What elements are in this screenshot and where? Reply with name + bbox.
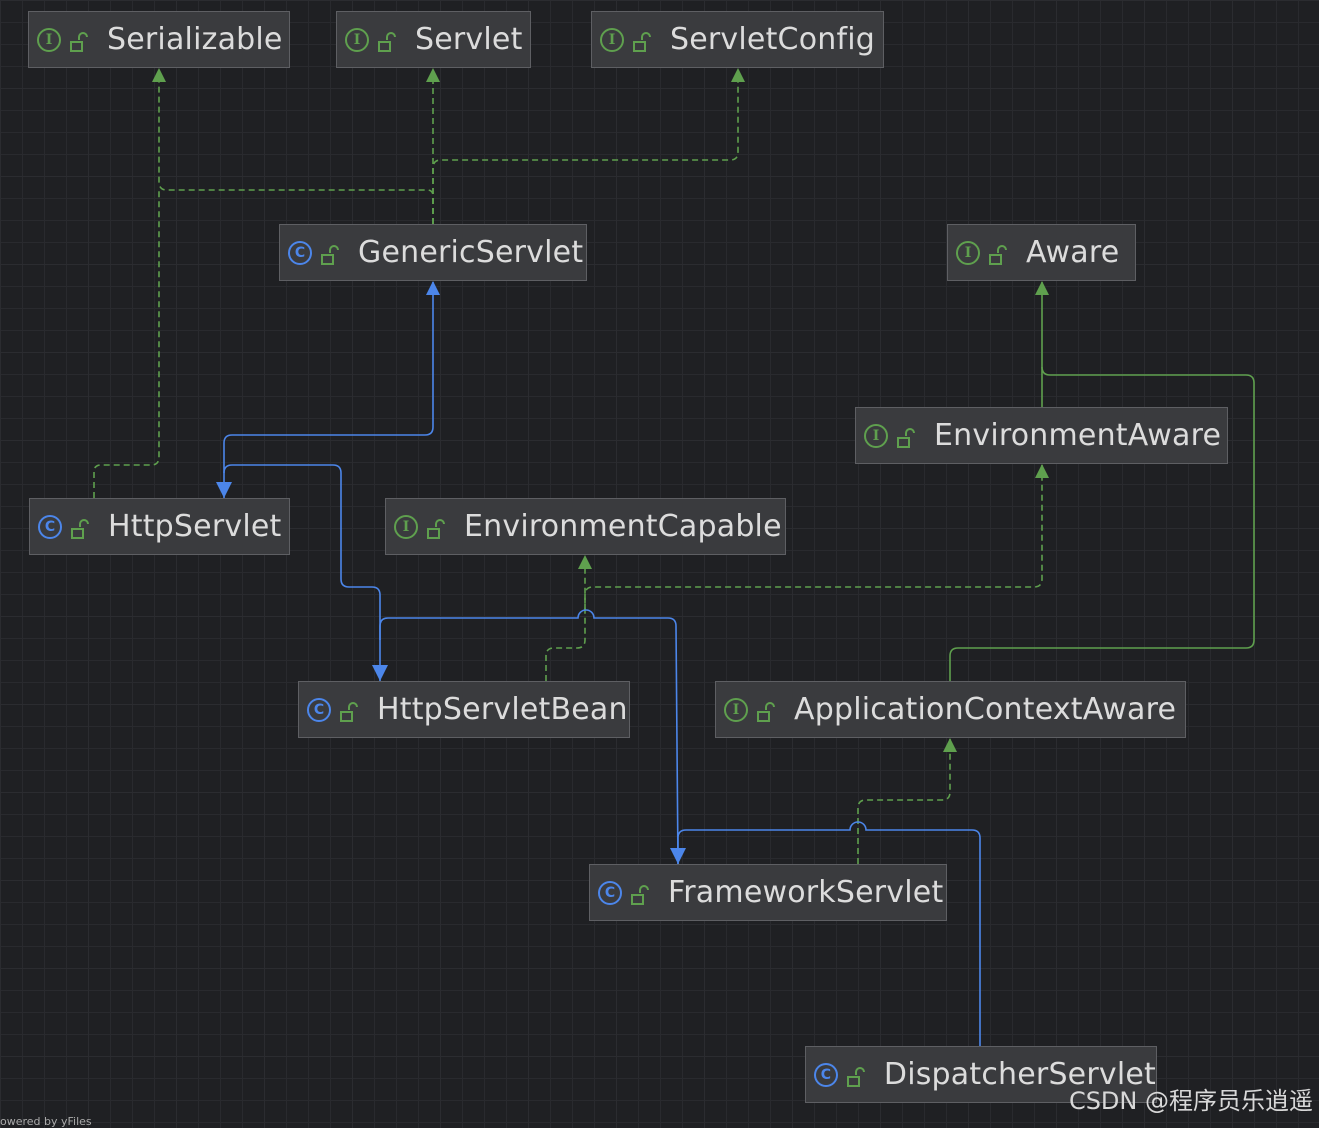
open-lock-icon <box>320 241 340 265</box>
node-label: HttpServletBean <box>377 692 628 727</box>
node-label: HttpServlet <box>108 509 282 544</box>
open-lock-icon <box>632 28 652 52</box>
node-label: FrameworkServlet <box>668 875 944 910</box>
node-label: DispatcherServlet <box>883 1057 1156 1092</box>
node-label: ServletConfig <box>670 22 875 57</box>
node-httpservletbean[interactable]: C HttpServletBean <box>298 681 630 738</box>
node-label: Serializable <box>107 22 283 57</box>
arrowhead-applicationcontextaware <box>943 738 957 752</box>
class-badge-icon: C <box>814 1062 838 1087</box>
interface-badge-icon: I <box>864 423 888 448</box>
open-lock-icon <box>896 424 916 448</box>
arrowhead-environmentcapable <box>578 555 592 569</box>
node-label: Aware <box>1026 235 1120 270</box>
node-genericservlet[interactable]: C GenericServlet <box>279 224 587 281</box>
arrowhead-genericservlet <box>426 281 440 295</box>
edge-genericservlet-to-serializable <box>158 70 434 224</box>
edge-httpservlet-to-genericservlet <box>223 282 434 498</box>
node-frameworkservlet[interactable]: C FrameworkServlet <box>589 864 947 921</box>
node-httpservlet[interactable]: C HttpServlet <box>29 498 290 555</box>
node-environmentcapable[interactable]: I EnvironmentCapable <box>385 498 786 555</box>
interface-badge-icon: I <box>394 514 418 539</box>
open-lock-icon <box>69 28 89 52</box>
open-lock-icon <box>426 515 446 539</box>
interface-badge-icon: I <box>724 697 748 722</box>
class-badge-icon: C <box>38 514 62 539</box>
arrowhead-environmentaware <box>1035 464 1049 478</box>
node-label: EnvironmentAware <box>934 418 1222 453</box>
arrowhead-servlet <box>426 68 440 82</box>
edge-frameworkservlet-to-applicationcontextaware <box>857 739 951 864</box>
interface-badge-icon: I <box>345 27 369 52</box>
edge-httpservletbean-to-environmentcapable <box>545 556 586 681</box>
open-lock-icon <box>70 515 90 539</box>
node-label: Servlet <box>415 22 523 57</box>
arrowhead-servletconfig <box>731 68 745 82</box>
node-aware[interactable]: I Aware <box>947 224 1136 281</box>
node-environmentaware[interactable]: I EnvironmentAware <box>855 407 1228 464</box>
open-lock-icon <box>377 28 397 52</box>
node-dispatcherservlet[interactable]: C DispatcherServlet <box>805 1046 1157 1103</box>
open-lock-icon <box>756 698 776 722</box>
node-servletconfig[interactable]: I ServletConfig <box>591 11 884 68</box>
edge-httpservletbean-to-httpservlet <box>223 464 381 681</box>
interface-badge-icon: I <box>600 27 624 52</box>
interface-badge-icon: I <box>37 27 61 52</box>
open-lock-icon <box>630 881 650 905</box>
interface-badge-icon: I <box>956 240 980 265</box>
node-label: GenericServlet <box>358 235 584 270</box>
arrowhead-serializable <box>152 68 166 82</box>
watermark: CSDN @程序员乐逍遥 <box>1068 1087 1313 1115</box>
arrowhead-httpservletbean <box>372 665 388 681</box>
class-badge-icon: C <box>307 697 331 722</box>
node-servlet[interactable]: I Servlet <box>336 11 531 68</box>
edge-applicationcontextaware-to-aware <box>949 366 1255 681</box>
arrowhead-httpservlet <box>216 482 232 498</box>
node-label: EnvironmentCapable <box>464 509 782 544</box>
node-label: ApplicationContextAware <box>794 692 1177 727</box>
node-applicationcontextaware[interactable]: I ApplicationContextAware <box>715 681 1186 738</box>
edge-dispatcherservlet-to-frameworkservlet <box>677 821 981 1046</box>
arrowhead-frameworkservlet <box>670 848 686 864</box>
open-lock-icon <box>988 241 1008 265</box>
class-badge-icon: C <box>288 240 312 265</box>
open-lock-icon <box>846 1063 866 1087</box>
open-lock-icon <box>339 698 359 722</box>
powered-by-footer: owered by yFiles <box>0 1115 92 1128</box>
edge-genericservlet-to-servletconfig <box>432 70 739 224</box>
edge-frameworkservlet-to-httpservletbean <box>379 609 679 865</box>
class-badge-icon: C <box>598 880 622 905</box>
node-serializable[interactable]: I Serializable <box>28 11 290 68</box>
arrowhead-aware <box>1035 281 1049 295</box>
edge-httpservlet-to-serializable <box>93 190 160 498</box>
